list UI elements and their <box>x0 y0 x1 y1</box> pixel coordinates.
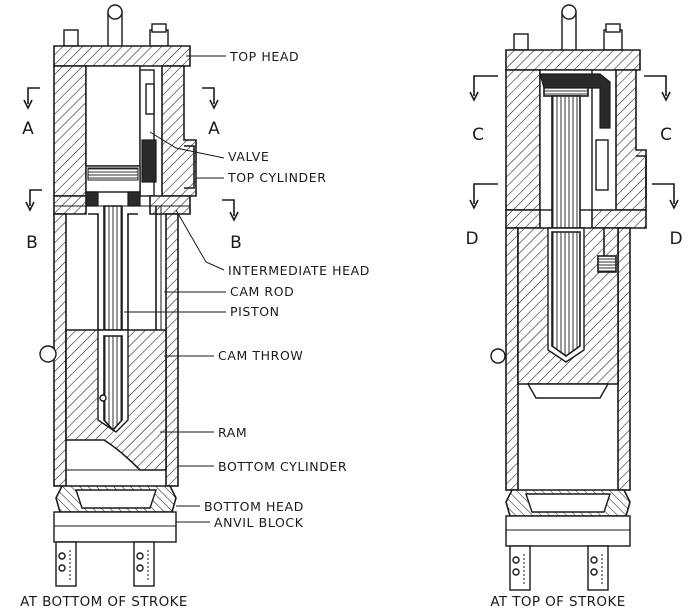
label-ram: RAM <box>218 425 247 440</box>
left-valve-port <box>145 83 155 115</box>
section-marker-b-right: B <box>222 199 242 253</box>
left-bottom-cyl-wall-l <box>53 213 67 487</box>
left-intermediate-head-r <box>149 195 191 215</box>
label-cam-rod: CAM ROD <box>230 284 294 299</box>
svg-text:C: C <box>660 125 672 145</box>
left-piston-rings <box>87 167 139 181</box>
section-marker-d-left: D <box>465 183 498 249</box>
svg-text:D: D <box>669 229 682 249</box>
left-side-knob <box>39 345 57 363</box>
left-piston-seal-r <box>127 191 141 207</box>
label-piston: PISTON <box>230 304 280 319</box>
label-valve: VALVE <box>228 149 269 164</box>
left-top-cyl-wall-right <box>161 65 197 197</box>
svg-text:C: C <box>472 125 484 145</box>
svg-text:B: B <box>26 233 38 253</box>
section-marker-d-right: D <box>652 183 683 249</box>
left-leg-2 <box>133 541 155 587</box>
left-side-port <box>184 145 195 189</box>
left-top-cyl-wall-left <box>53 65 87 197</box>
label-anvil-block: ANVIL BLOCK <box>214 515 304 530</box>
label-cam-throw: CAM THROW <box>218 348 303 363</box>
left-valve <box>141 139 157 183</box>
svg-text:D: D <box>465 229 478 249</box>
caption-top-of-stroke: AT TOP OF STROKE <box>490 594 625 610</box>
right-top-head <box>505 49 641 71</box>
section-marker-c-left: C <box>469 75 498 145</box>
left-intermediate-head-l <box>53 195 87 215</box>
left-hammer-drawing <box>39 4 197 587</box>
caption-bottom-of-stroke: AT BOTTOM OF STROKE <box>20 594 188 610</box>
left-leg-1 <box>55 541 77 587</box>
right-valve <box>539 73 611 129</box>
section-marker-a-right: A <box>202 87 220 139</box>
left-top-bolt-2-head <box>151 23 167 33</box>
svg-text:A: A <box>22 119 34 139</box>
leader-lines <box>124 55 226 523</box>
right-hammer-drawing <box>490 4 647 591</box>
left-piston-seal-l <box>85 191 99 207</box>
left-bottom-cyl-wall-r <box>165 213 179 487</box>
label-top-head: TOP HEAD <box>229 49 299 64</box>
left-anvil-block <box>53 511 177 543</box>
section-marker-c-right: C <box>644 75 672 145</box>
section-marker-b-left: B <box>25 189 42 253</box>
label-intermediate-head: INTERMEDIATE HEAD <box>228 263 370 278</box>
left-upper-bore <box>85 65 141 167</box>
label-bottom-head: BOTTOM HEAD <box>204 499 304 514</box>
label-bottom-cylinder: BOTTOM CYLINDER <box>218 459 347 474</box>
svg-text:B: B <box>230 233 242 253</box>
part-labels: TOP HEAD VALVE TOP CYLINDER INTERMEDIATE… <box>204 49 370 530</box>
label-top-cylinder: TOP CYLINDER <box>227 170 327 185</box>
left-lug-cap <box>107 4 123 20</box>
left-top-head <box>53 45 191 67</box>
svg-text:A: A <box>208 119 220 139</box>
left-top-bolt-1 <box>63 29 79 47</box>
section-marker-a-left: A <box>22 87 40 139</box>
